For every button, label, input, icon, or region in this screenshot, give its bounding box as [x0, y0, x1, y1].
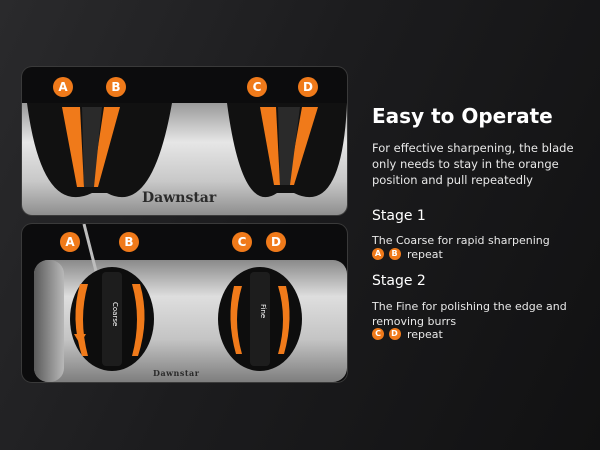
- brand-logo: Dawnstar: [153, 368, 200, 378]
- side-view-panel: A B C D Dawnstar: [22, 67, 347, 215]
- stage1-title: Stage 1: [372, 208, 426, 224]
- fine-slot-label: Fine: [259, 304, 267, 319]
- top-view-illustration: [34, 224, 347, 382]
- brand-logo: Dawnstar: [142, 190, 217, 206]
- badge-c: C: [232, 232, 252, 252]
- stage2-description: The Fine for polishing the edge and remo…: [372, 300, 567, 328]
- stage1-description: The Coarse for rapid sharpening: [372, 234, 550, 247]
- badge-d: D: [298, 77, 318, 97]
- stage2-title: Stage 2: [372, 273, 426, 289]
- coarse-slot-label: Coarse: [111, 302, 119, 327]
- badge-c: C: [247, 77, 267, 97]
- mini-badge-c: C: [372, 328, 384, 340]
- badge-d: D: [266, 232, 286, 252]
- stage2-repeat-row: C D repeat: [372, 327, 443, 341]
- heading: Easy to Operate: [372, 104, 553, 128]
- mini-badge-b: B: [388, 248, 401, 260]
- badge-b: B: [106, 77, 126, 97]
- stage1-repeat-row: A B repeat: [372, 247, 443, 261]
- badge-b: B: [119, 232, 139, 252]
- badge-a: A: [53, 77, 73, 97]
- mini-badge-a: A: [372, 248, 384, 260]
- mini-badge-d: D: [388, 328, 401, 340]
- side-view-illustration: [22, 103, 347, 215]
- repeat-text: repeat: [407, 327, 443, 341]
- description: For effective sharpening, the blade only…: [372, 141, 574, 187]
- top-view-panel: A B C D Coarse Fine Dawnstar: [22, 224, 347, 382]
- repeat-text: repeat: [407, 247, 443, 261]
- badge-a: A: [60, 232, 80, 252]
